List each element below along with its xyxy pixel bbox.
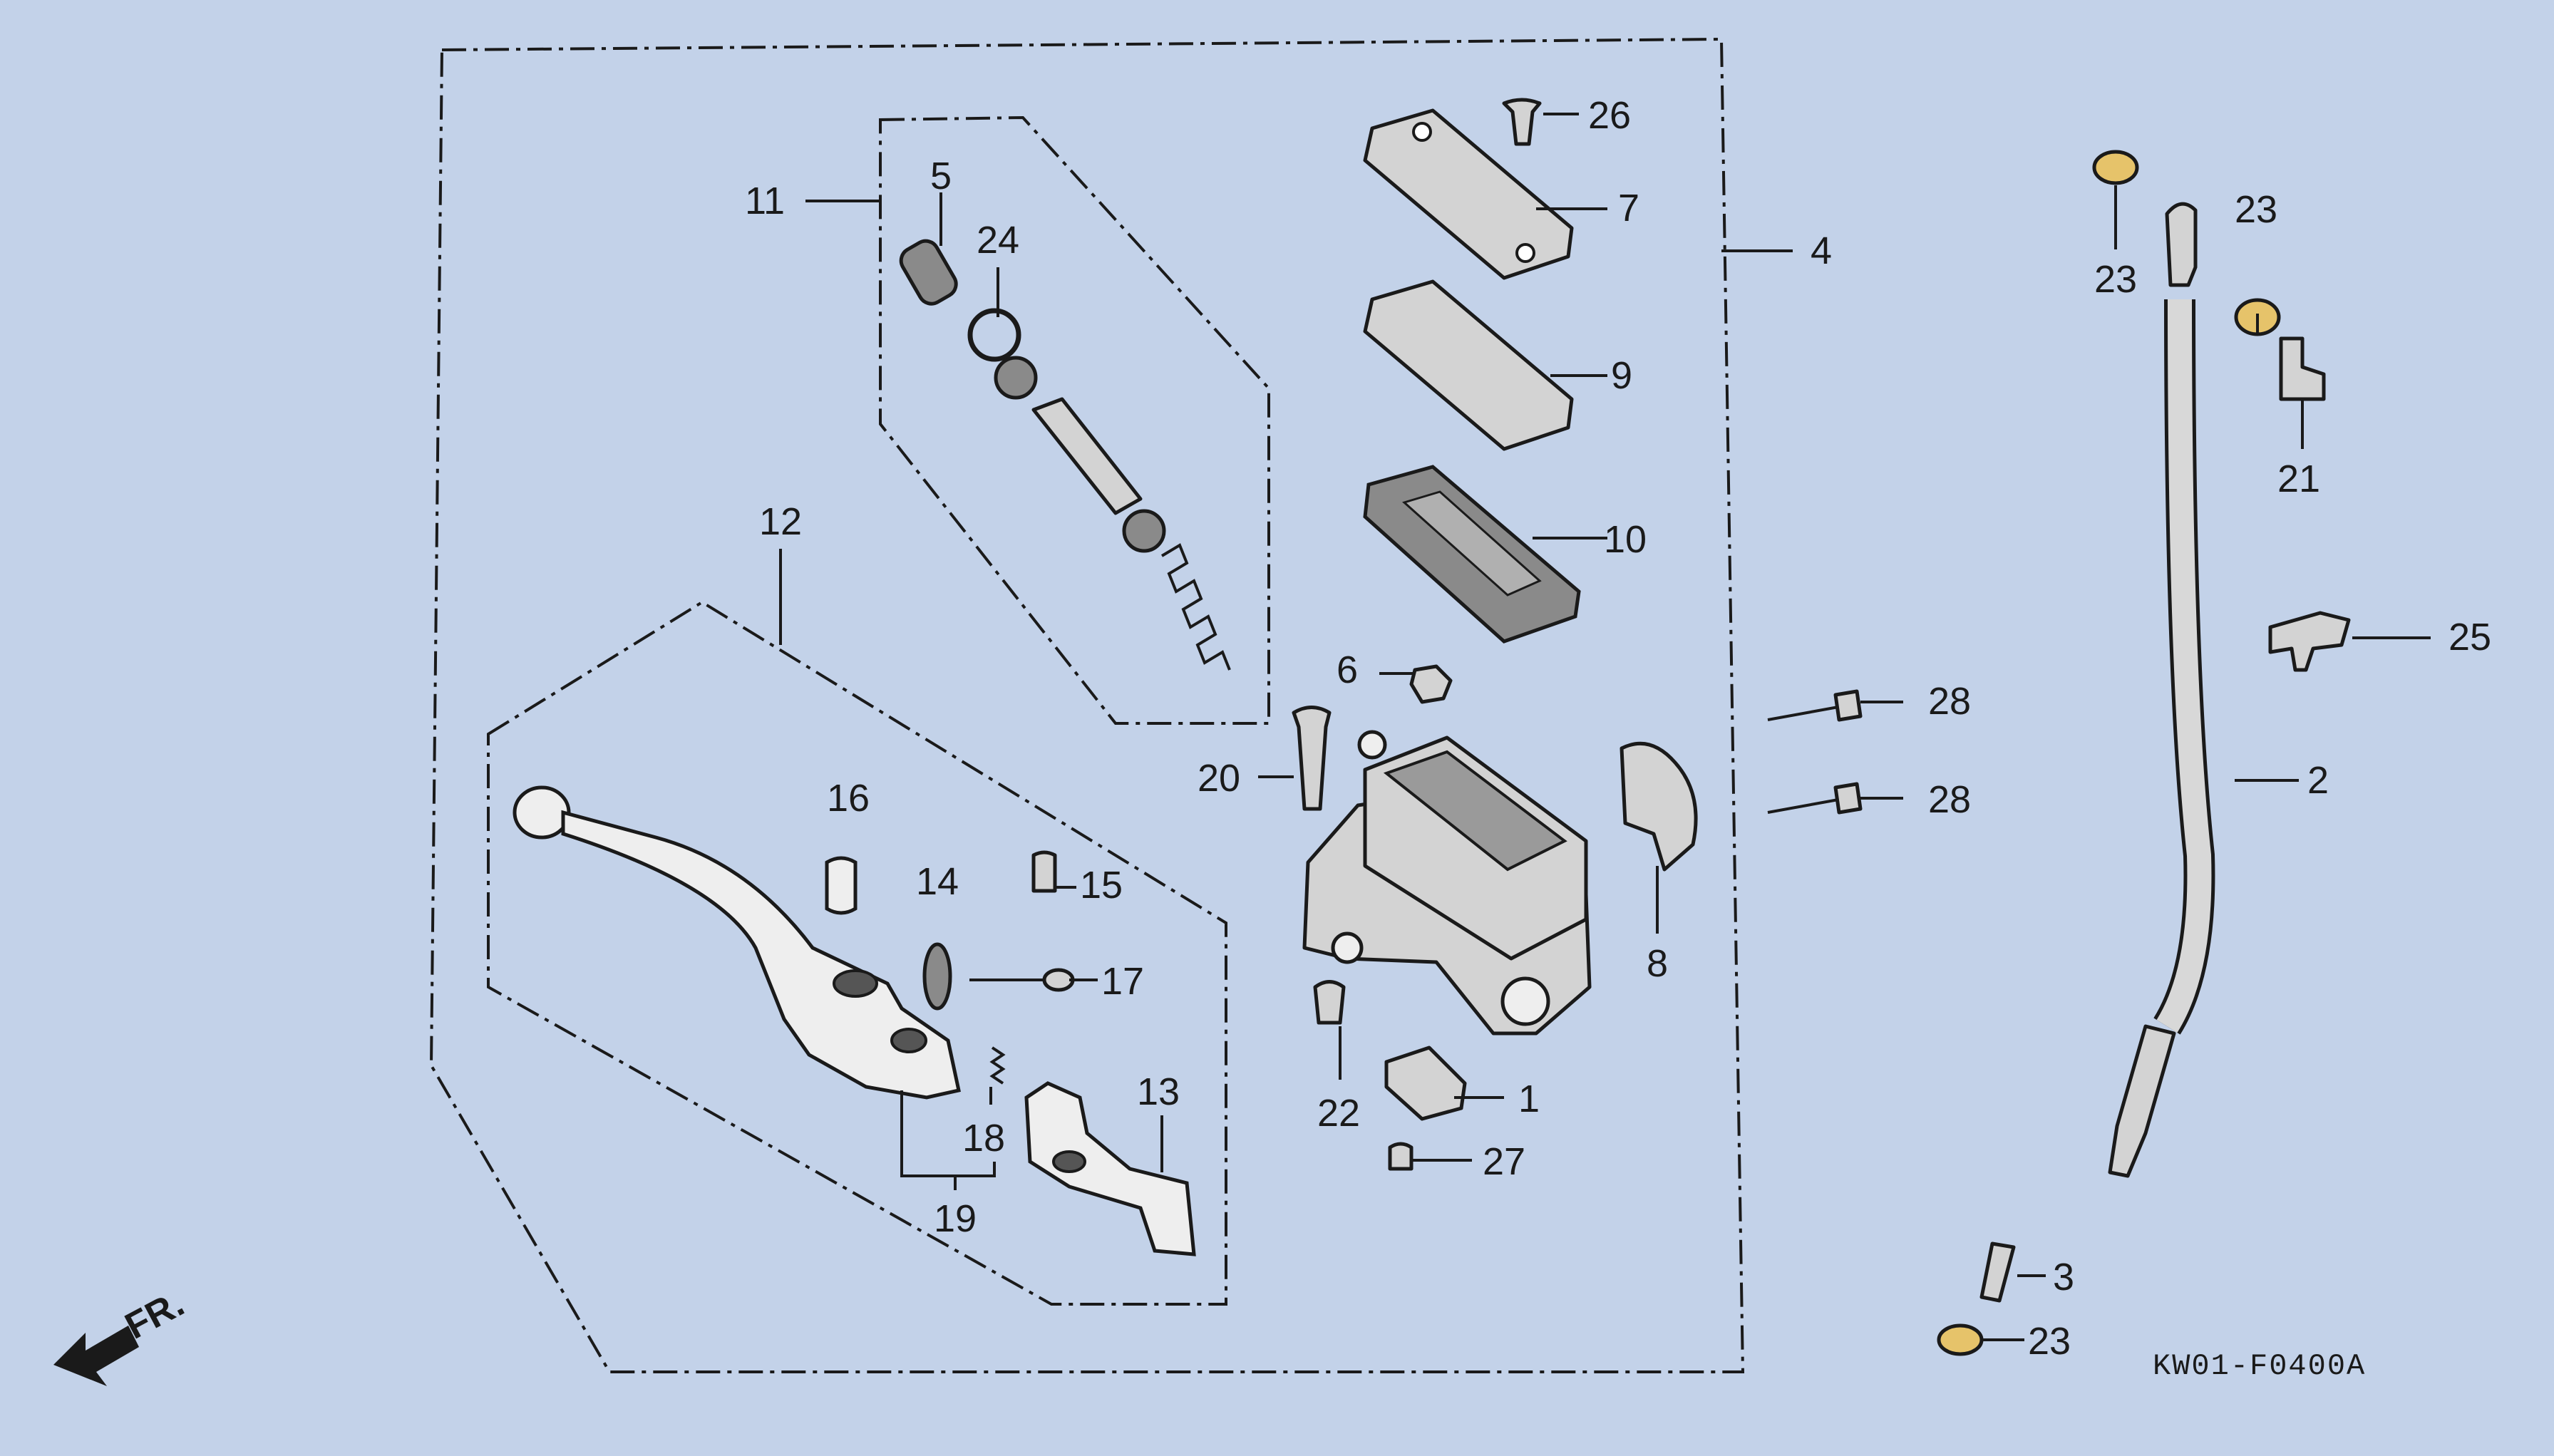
lever-knob: [513, 785, 571, 840]
master-cylinder-body: [1292, 664, 1863, 1171]
boot-part-22: [1313, 980, 1346, 1025]
spring-part-18: [989, 1046, 1006, 1085]
boot-part-5: [899, 239, 958, 306]
knocker-part-13: [1024, 1081, 1196, 1256]
piston: [1031, 397, 1143, 515]
callout-2: 2: [2307, 759, 2329, 802]
reservoir-parts: [1363, 98, 1581, 644]
lever-pivot-hole: [833, 969, 878, 998]
bolt-part-28: [1767, 782, 1863, 815]
reservoir-opening: [1383, 750, 1567, 872]
callout-15: 15: [1080, 864, 1123, 907]
front-direction-indicator: FR.: [53, 1283, 191, 1386]
callout-19: 19: [934, 1197, 977, 1240]
callout-3: 3: [2053, 1256, 2074, 1298]
callout-1: 1: [1518, 1078, 1540, 1120]
callout-13: 13: [1137, 1070, 1180, 1113]
callout-26: 26: [1588, 94, 1631, 137]
cap-hole: [1515, 243, 1535, 263]
circlip-part-24: [967, 308, 1021, 362]
holder-part-8: [1620, 741, 1698, 872]
callout-4: 4: [1811, 229, 1832, 272]
pivot-bolt-part-20: [1292, 706, 1332, 811]
piston-spring: [1160, 543, 1231, 671]
mount-hole: [1331, 931, 1364, 964]
primary-cup: [1122, 509, 1166, 553]
piston-kit-outline: [879, 115, 1270, 725]
brake-lever: [561, 810, 961, 1100]
fitting-part-3: [1979, 1241, 2016, 1303]
callout-28: 28: [1928, 778, 1971, 821]
brake-hose-inner: [2156, 299, 2212, 1033]
callout-12: 12: [759, 500, 802, 543]
callout-11: 11: [745, 180, 785, 222]
callout-6: 6: [1337, 649, 1358, 691]
callouts: 1 2 3 4 5 6 7 8 9 10 11 12 13 14 15 16 1…: [745, 94, 2491, 1363]
set-plate-part-9: [1363, 279, 1574, 451]
callout-16: 16: [827, 777, 870, 820]
hose-eye-fitting: [2165, 202, 2198, 287]
callout-23: 23: [2094, 258, 2137, 301]
stop-switch-part-1: [1384, 1045, 1467, 1121]
callout-24: 24: [977, 219, 1019, 262]
cap-hole: [1412, 122, 1432, 142]
screw-part-27: [1388, 1142, 1414, 1171]
callout-28: 28: [1928, 680, 1971, 723]
callout-5: 5: [930, 155, 952, 197]
callout-23: 23: [2235, 188, 2277, 231]
lever-group-outline: [487, 600, 1227, 1306]
pivot-screw-part-15: [1031, 850, 1057, 893]
washer-part-23: [1937, 1323, 1984, 1356]
callout-10: 10: [1604, 518, 1647, 561]
callout-8: 8: [1647, 942, 1668, 985]
clamp-part-25: [2268, 611, 2351, 672]
callout-17: 17: [1101, 960, 1144, 1003]
callout-21: 21: [2277, 458, 2320, 500]
bracket-part-6: [1409, 664, 1453, 704]
callout-27: 27: [1483, 1140, 1525, 1183]
callout-9: 9: [1611, 354, 1632, 397]
callout-7: 7: [1618, 187, 1639, 229]
lever-hole: [890, 1028, 927, 1053]
bushing-part-16: [825, 856, 858, 915]
drawing-code: KW01-F0400A: [2153, 1349, 2366, 1383]
adjuster-part-14: [922, 942, 952, 1011]
brake-hose-assembly: [1937, 150, 2351, 1356]
callout-18: 18: [962, 1117, 1005, 1160]
callout-20: 20: [1198, 757, 1240, 800]
reservoir-cap-part-7: [1363, 108, 1574, 280]
mount-hole: [1357, 730, 1387, 760]
piston-kit: [899, 239, 1231, 671]
callout-25: 25: [2449, 616, 2491, 659]
leader-lines: [779, 113, 2431, 1341]
front-arrow-icon: [53, 1326, 139, 1386]
hose-lower-fitting: [2108, 1024, 2176, 1178]
secondary-cup: [994, 356, 1038, 400]
lever-group: [513, 785, 1196, 1256]
bolt-part-28: [1767, 689, 1863, 722]
diaphragm-inner: [1402, 490, 1542, 597]
master-cylinder-group-outline: [429, 37, 1745, 1373]
callout-14: 14: [916, 860, 959, 903]
callout-22: 22: [1317, 1092, 1360, 1135]
knocker-hole: [1052, 1150, 1086, 1173]
washer-part-23: [2092, 150, 2139, 185]
screw-part-26: [1502, 98, 1542, 146]
screw-eye-part-17: [1042, 968, 1075, 992]
outlet-port: [1500, 976, 1550, 1026]
callout-23: 23: [2028, 1320, 2071, 1363]
bolt-part-21: [2279, 336, 2326, 401]
